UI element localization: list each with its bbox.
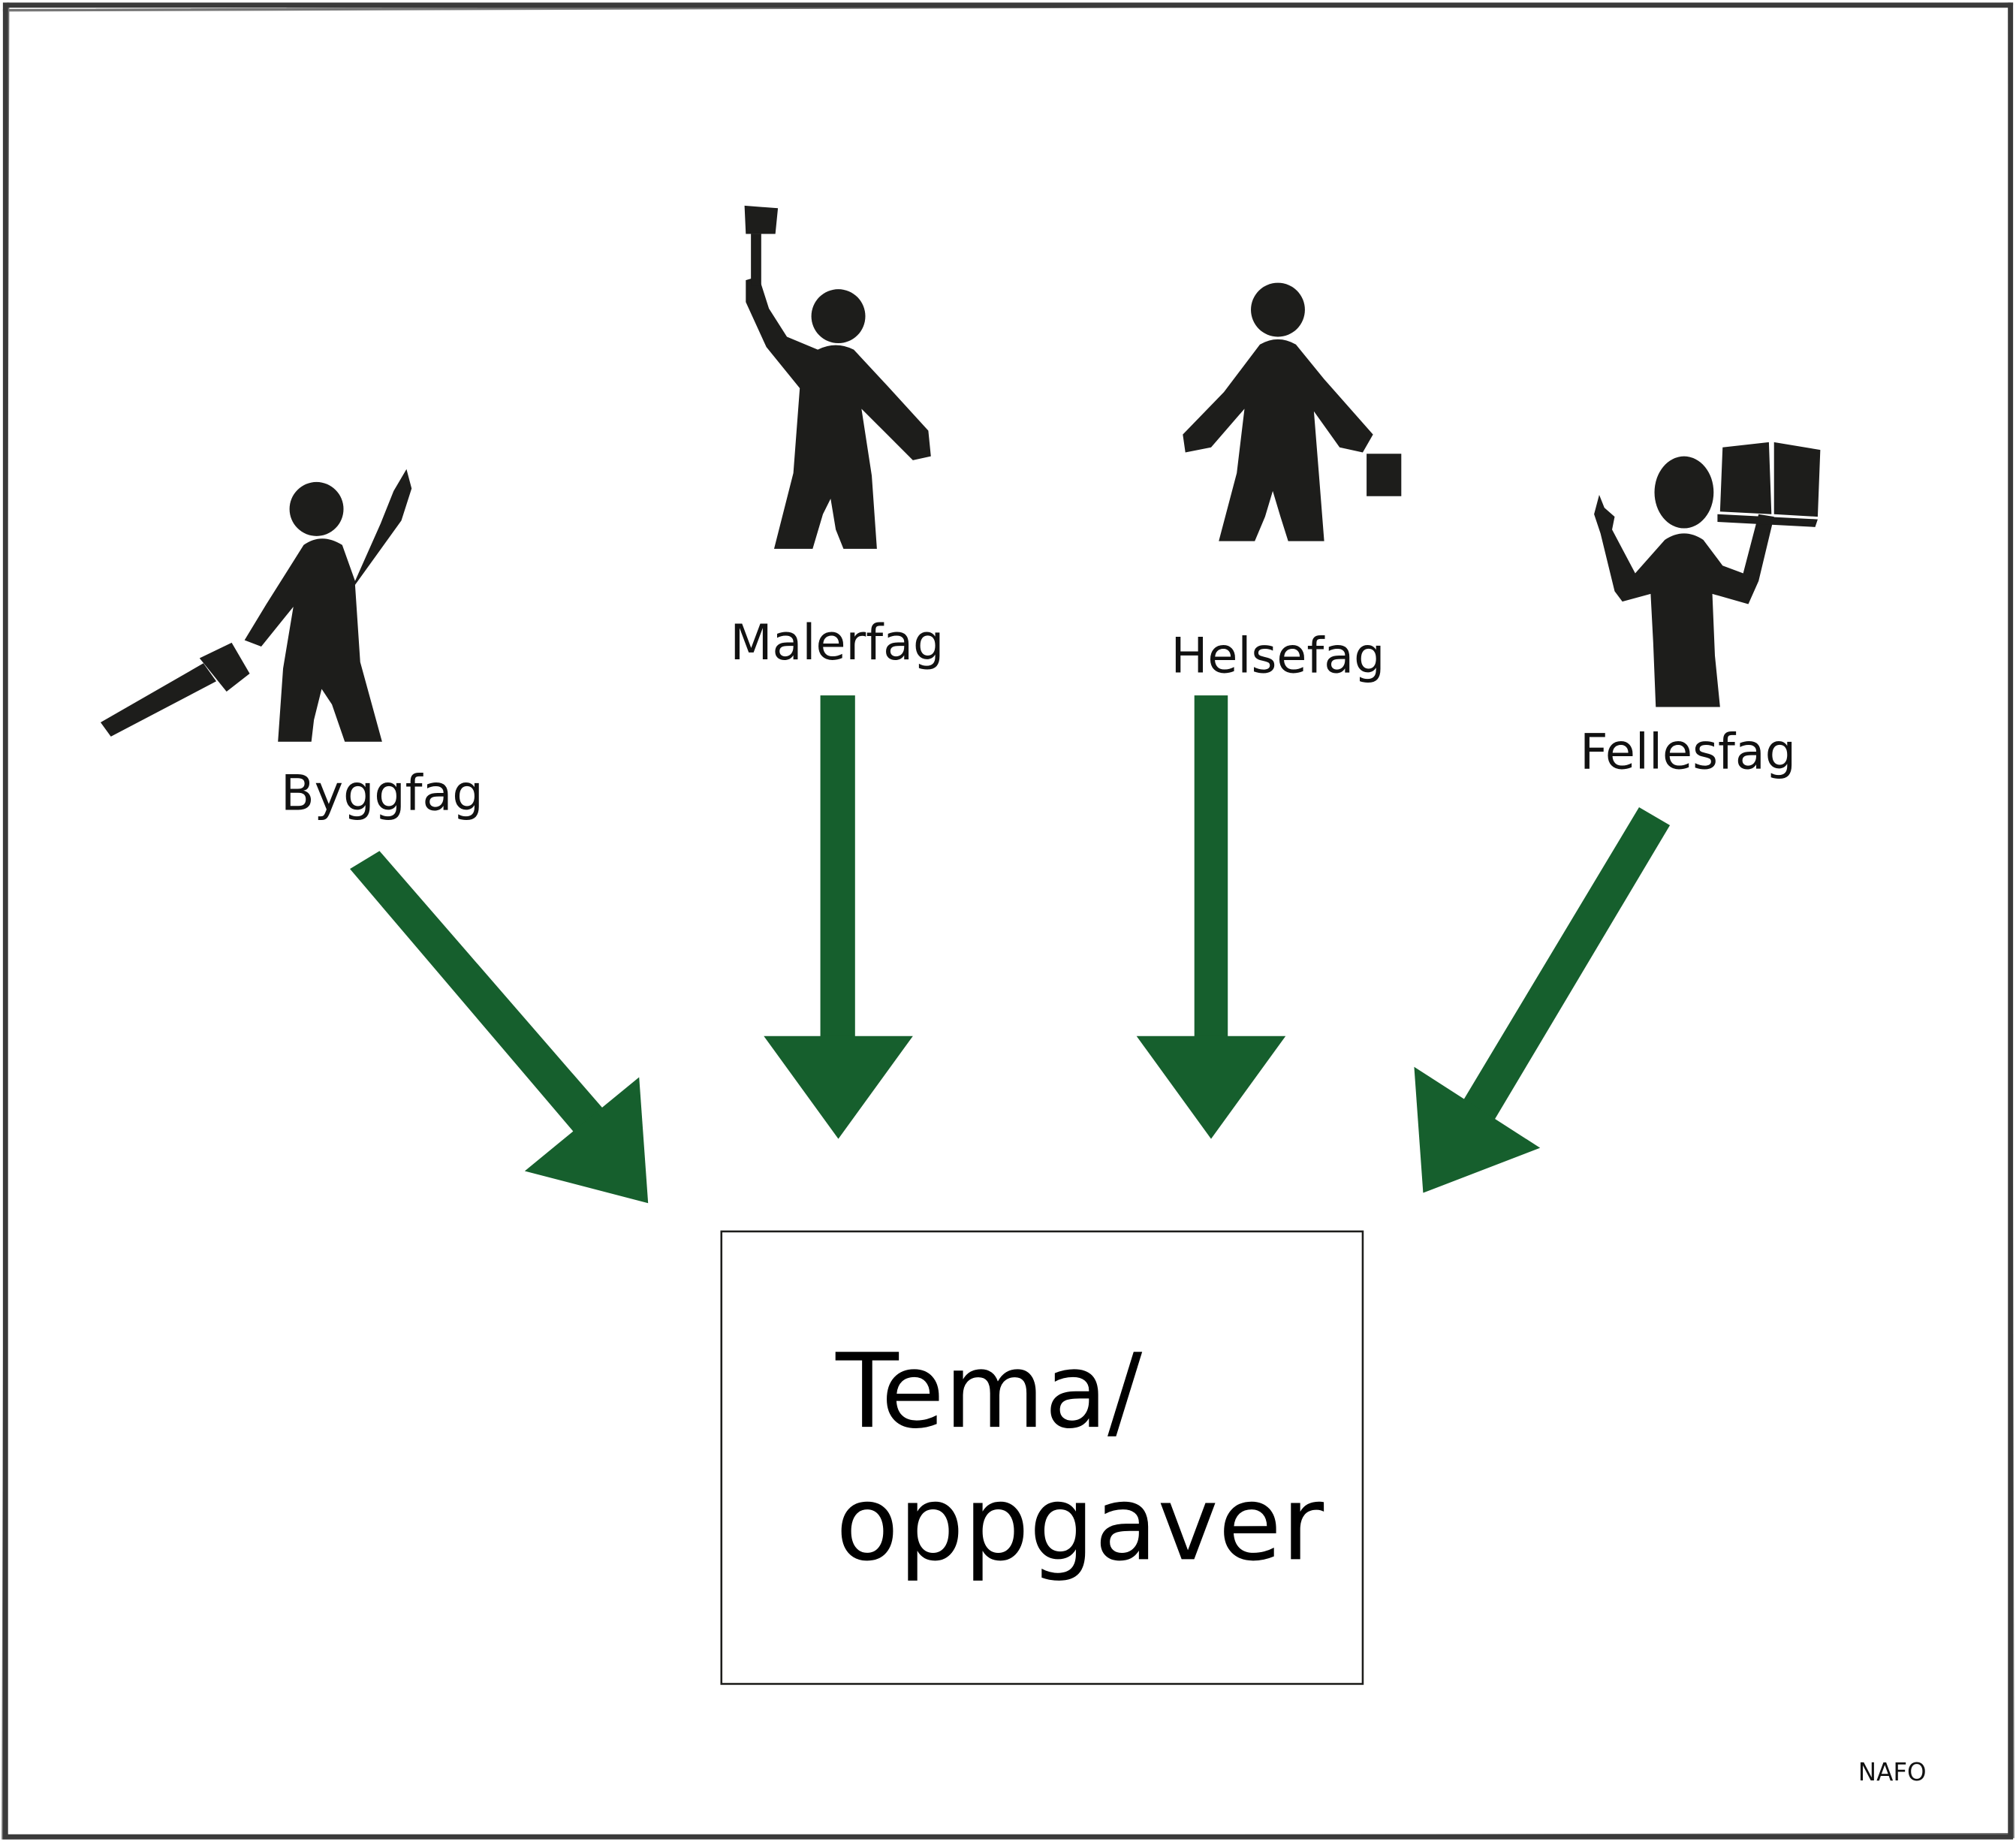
person-with-saw-icon <box>100 469 412 742</box>
arrow-fellesfag <box>1414 807 1671 1193</box>
label-helsefag: Helsefag <box>1171 628 1385 684</box>
person-with-book-icon <box>1594 442 1821 707</box>
label-malerfag: Malerfag <box>730 615 944 671</box>
person-with-paintbrush-icon <box>744 205 931 549</box>
label-fellesfag: Fellesfag <box>1580 725 1796 781</box>
arrow-helsefag <box>1136 695 1286 1139</box>
label-byggfag: Byggfag <box>281 765 484 822</box>
credit-label: NAFO <box>1858 1758 1927 1786</box>
person-with-bag-icon <box>1183 282 1402 541</box>
target-box <box>720 1230 1364 1685</box>
arrow-malerfag <box>764 695 913 1139</box>
target-title-line2: oppgaver <box>836 1464 1324 1584</box>
target-title-line1: Tema/ <box>835 1332 1143 1452</box>
arrow-byggfag <box>350 851 649 1204</box>
